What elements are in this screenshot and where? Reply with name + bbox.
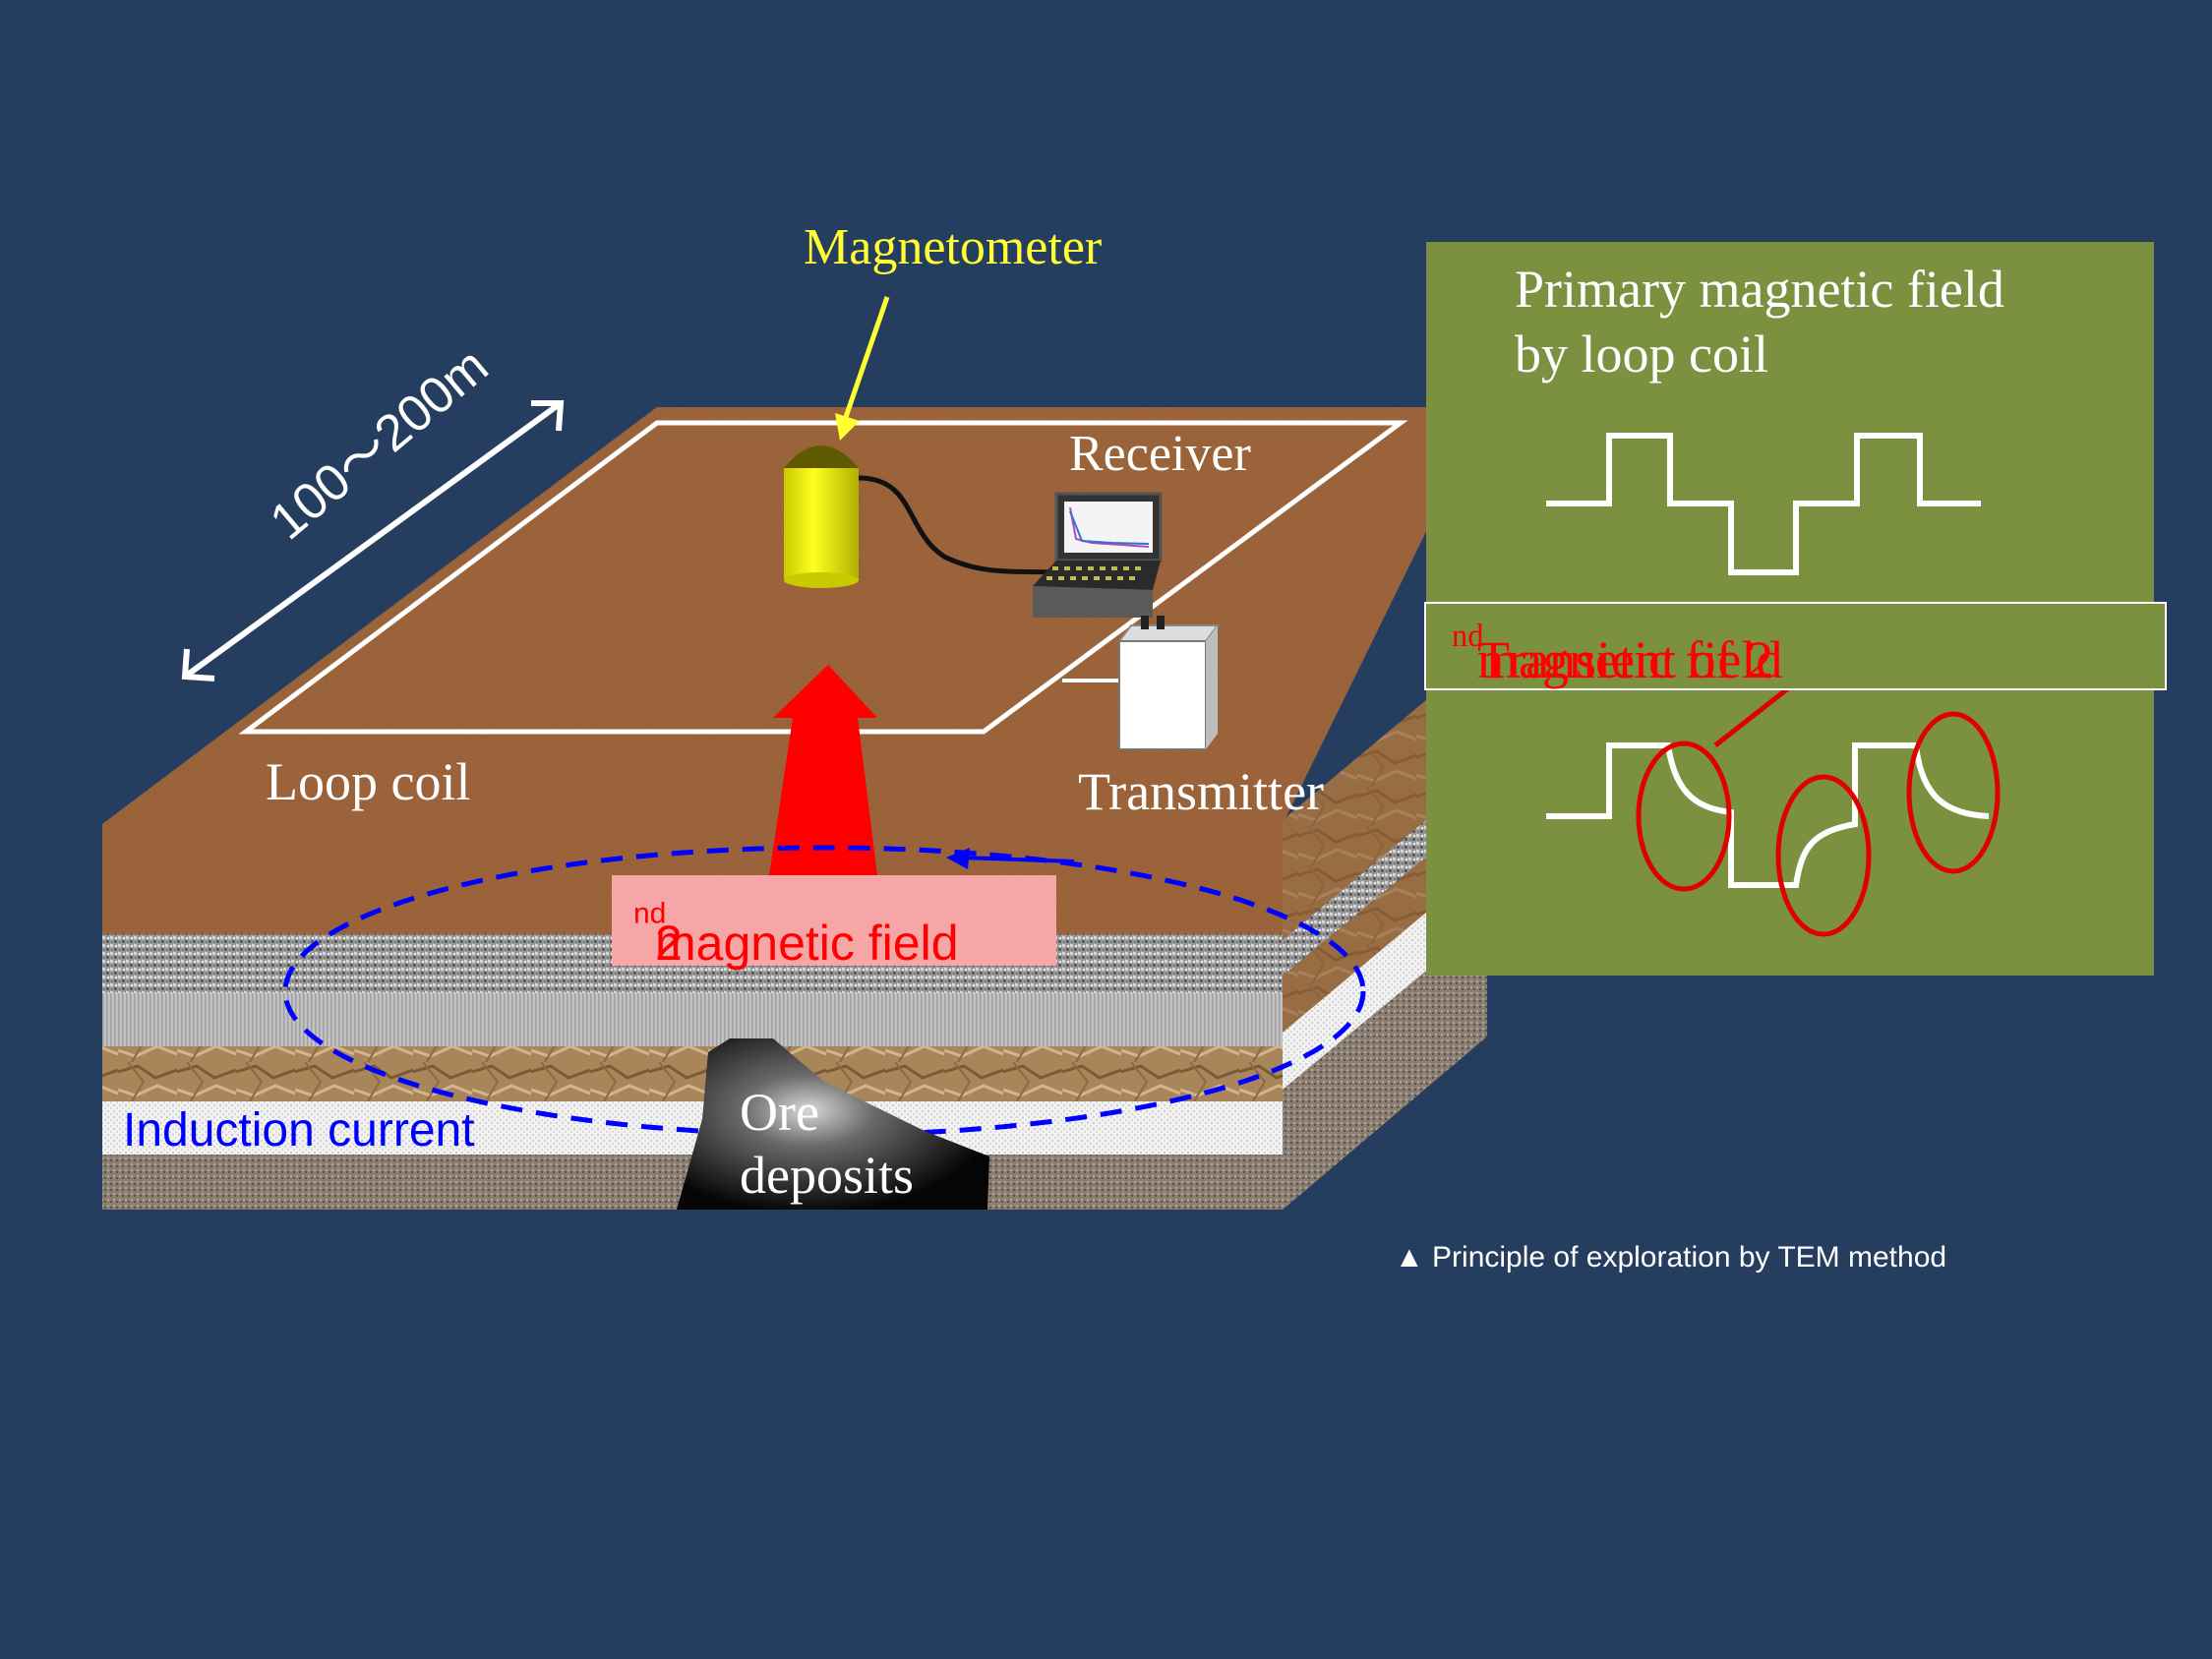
second-field-suffix: magnetic field xyxy=(655,916,959,971)
transmitter-box-icon xyxy=(1062,616,1220,750)
second-field-sup: nd xyxy=(633,897,667,930)
primary-field-title-line1: Primary magnetic field xyxy=(1515,260,2004,319)
ore-label-line1: Ore xyxy=(740,1083,819,1142)
transmitter-label: Transmitter xyxy=(1078,762,1325,821)
transient-highlights xyxy=(1636,686,2001,937)
magnetometer-label: Magnetometer xyxy=(804,219,1103,275)
ore-deposits xyxy=(677,1038,989,1210)
receiver-label: Receiver xyxy=(1069,426,1251,482)
magnetometer-pointer xyxy=(835,296,890,441)
primary-waveform xyxy=(1546,433,1981,575)
magnetometer-sensor-icon xyxy=(784,445,1053,588)
transient-sup: nd xyxy=(1452,619,1484,654)
transient-suffix: magnetic field xyxy=(1477,630,1783,689)
transient-waveform xyxy=(1546,742,1990,888)
second-field-prefix: 2 xyxy=(655,916,683,971)
distance-arrow xyxy=(181,400,565,681)
loop-coil-label: Loop coil xyxy=(266,752,471,811)
transient-prefix: Transient of 2 xyxy=(1477,630,1774,689)
loop-coil xyxy=(238,420,1408,735)
ore-label-line2: deposits xyxy=(740,1146,915,1205)
second-field-arrow xyxy=(769,665,877,875)
figure-caption: ▲ Principle of exploration by TEM method xyxy=(1395,1241,1947,1274)
induction-current-label: Induction current xyxy=(123,1104,475,1156)
laptop-icon xyxy=(1033,492,1163,618)
primary-field-title-line2: by loop coil xyxy=(1515,325,1768,384)
